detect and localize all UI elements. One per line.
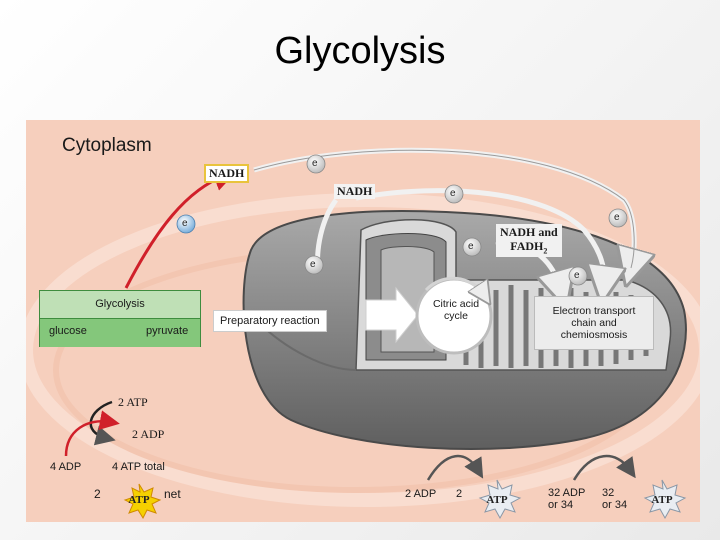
diagram-graphics: [26, 147, 700, 520]
glycolysis-title: Glycolysis: [95, 298, 145, 310]
electron-sphere-blue: [176, 214, 196, 234]
electron-sphere: [304, 255, 324, 275]
etc-line3: chemiosmosis: [560, 329, 628, 342]
nadh-fadh2-label: NADH and FADH2: [496, 224, 562, 258]
four-adp-label: 4 ADP: [50, 461, 82, 473]
electron-label: e: [182, 218, 188, 229]
citric-acid-cycle-label: Citric acid cycle: [421, 298, 491, 322]
electron-sphere: [462, 237, 482, 257]
citric-line2: cycle: [444, 310, 468, 323]
four-atp-total-label: 4 ATP total: [112, 461, 165, 473]
cytoplasm-label: Cytoplasm: [62, 135, 152, 156]
citric-adp-label: 2 ADP: [405, 488, 437, 500]
electron-sphere: [608, 208, 628, 228]
glycolysis-box: Glycolysis glucose pyruvate: [39, 290, 201, 347]
electron-label: e: [310, 259, 316, 270]
etc-count-line2: or 34: [602, 498, 628, 511]
etc-line1: Electron transport: [552, 305, 636, 317]
electron-sphere: [568, 266, 588, 286]
electron-sphere: [306, 154, 326, 174]
electron-label: e: [450, 188, 456, 199]
two-adp-label: 2 ADP: [132, 427, 165, 441]
fadh2-subscript: 2: [543, 246, 548, 256]
pyruvate-label: pyruvate: [146, 325, 189, 337]
net-atp-count: 2: [94, 487, 101, 501]
atp-star-net: [123, 483, 162, 520]
electron-arrow-main-outline: [253, 149, 635, 269]
etc-atp-count: 32 or 34: [602, 487, 628, 511]
etc-adp-line2: or 34: [548, 498, 574, 511]
atp-star-etc: [643, 479, 687, 520]
citric-cycle-arrow: [424, 276, 484, 295]
electron-transport-label: Electron transport chain and chemiosmosi…: [534, 296, 654, 350]
citric-line1: Citric acid: [432, 298, 480, 310]
background-swirl: [26, 193, 700, 507]
electron-label: e: [468, 241, 474, 252]
etc-count-line1: 32: [602, 487, 615, 499]
atp-arrow-etc: [572, 454, 636, 481]
atp-star-label-citric: ATP: [486, 494, 508, 506]
electron-arrow-prep: [355, 188, 604, 285]
electron-label: e: [614, 212, 620, 223]
two-atp-label: 2 ATP: [118, 395, 148, 409]
etc-adp-label: 32 ADP or 34: [548, 487, 586, 511]
nadh-fadh2-line1: NADH and: [500, 225, 558, 239]
nadh-prep-label: NADH: [334, 184, 376, 200]
net-label: net: [164, 487, 181, 501]
prep-arrow: [365, 286, 419, 344]
nadh-glycolysis-label: NADH: [204, 164, 250, 184]
atp-cycle-arrow-upper: [89, 400, 116, 446]
atp-star-label-etc: ATP: [651, 494, 673, 506]
atp-star-citric: [478, 479, 522, 520]
nadh-fadh2-line2: FADH: [510, 238, 544, 253]
glycolysis-box-body: [40, 318, 200, 347]
electron-sphere: [444, 184, 464, 204]
electron-label: e: [312, 158, 318, 169]
atp-star-label-net: ATP: [128, 494, 150, 506]
preparatory-reaction-label: Preparatory reaction: [213, 310, 327, 333]
glucose-label: glucose: [49, 325, 87, 337]
etc-adp-line1: 32 ADP: [548, 487, 586, 499]
citric-atp-count: 2: [456, 488, 463, 500]
respiration-diagram: Cytoplasm NADH NADH NADH and FADH2 e e e…: [26, 120, 700, 522]
atp-cycle-arrow-lower: [64, 410, 120, 457]
etc-line2: chain and: [571, 317, 617, 330]
glycolysis-box-header: [40, 291, 200, 318]
electron-label: e: [574, 270, 580, 281]
atp-arrow-citric: [426, 454, 484, 481]
slide-title: Glycolysis: [274, 30, 446, 72]
